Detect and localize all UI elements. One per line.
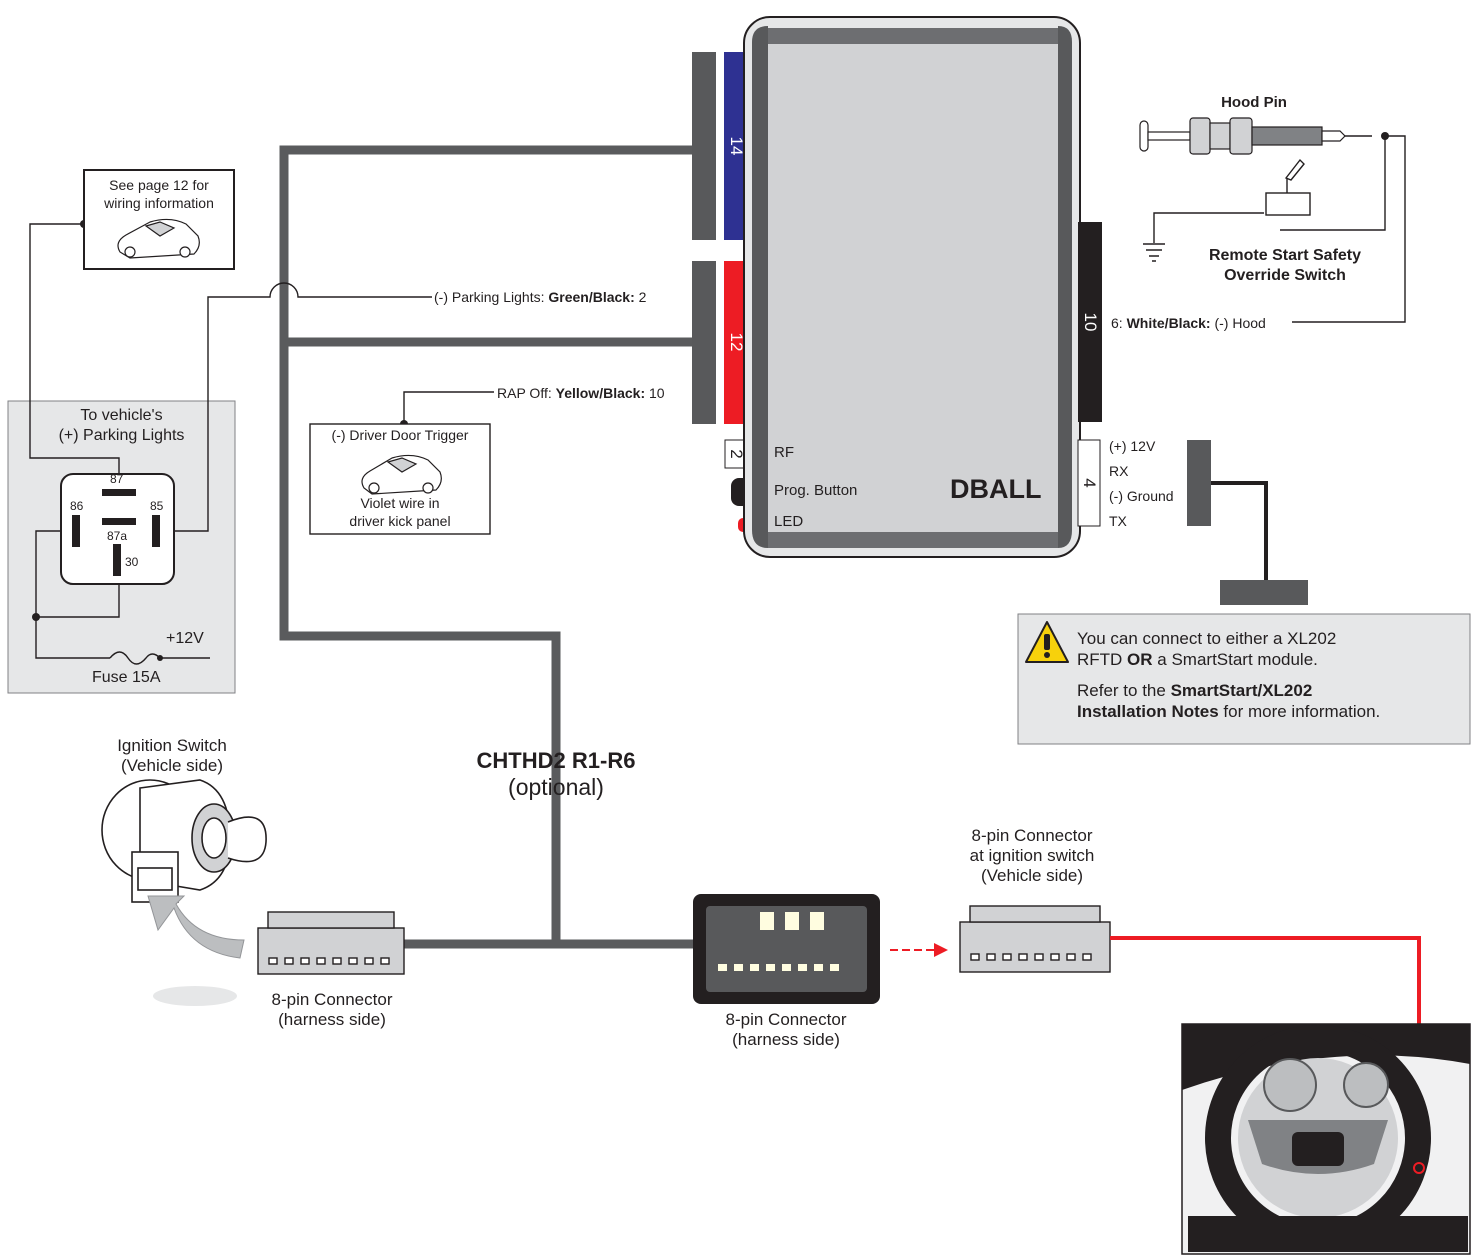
- junction-dot: [1381, 132, 1389, 140]
- port-12-label: 12: [727, 333, 746, 352]
- relay-pin-86: [72, 515, 80, 547]
- relay-body: [60, 473, 175, 585]
- port4-device: [1220, 580, 1308, 605]
- port-14-label: 14: [727, 137, 746, 156]
- relay-pin-87: [102, 489, 136, 496]
- fuse-end-dot: [157, 655, 163, 661]
- connector-mid-icon: [693, 894, 880, 1004]
- curved-arrow-icon: [147, 895, 245, 959]
- driver-door-title: (-) Driver Door Trigger: [331, 427, 469, 443]
- relay-pin-87a: [102, 518, 136, 525]
- signal-wires: [29, 135, 1406, 665]
- port4-pin-ground: (-) Ground: [1109, 488, 1174, 504]
- car-icon: [117, 218, 200, 259]
- connector-4: [1077, 439, 1101, 527]
- ignition-switch-icon: [101, 779, 267, 903]
- warning-icon: [1025, 621, 1069, 663]
- hood-pin-icon: [1139, 117, 1346, 155]
- override-switch-icon: [1265, 158, 1311, 216]
- harness-plug-14: [692, 52, 716, 240]
- module-face: [768, 34, 1058, 542]
- module-rail-right: [1058, 26, 1072, 548]
- relay-label-87a: 87a: [107, 529, 128, 543]
- arrow-shadow: [153, 986, 237, 1006]
- dashboard-photo: [1181, 1023, 1471, 1255]
- relay-title: To vehicle's(+) Parking Lights: [58, 407, 185, 444]
- port-2-label: 2: [727, 449, 746, 458]
- module-rail-left: [752, 26, 768, 548]
- notice-text: You can connect to either a XL202 RFTD O…: [1077, 629, 1381, 721]
- port4-harness-plug: [1187, 440, 1211, 526]
- relay-pin-30: [113, 544, 121, 576]
- connector-mid-label: 8-pin Connector(harness side): [725, 1010, 847, 1049]
- rf-label: RF: [774, 444, 794, 461]
- fuse-label: Fuse 15A: [92, 669, 161, 686]
- module-top-bar: [768, 28, 1058, 44]
- notice-panel: [1017, 613, 1471, 745]
- red-arrow-icon: [890, 943, 948, 957]
- hood-pin-title: Hood Pin: [1221, 94, 1287, 111]
- led-label: LED: [774, 513, 804, 530]
- connector-right-icon: [959, 905, 1111, 973]
- relay-label-30: 30: [125, 555, 139, 569]
- ignition-switch-label: Ignition Switch(Vehicle side): [117, 736, 227, 775]
- rap-off-wire-label: RAP Off: Yellow/Black: 10: [497, 385, 665, 401]
- connector-left-icon: [257, 911, 405, 975]
- supply-label: +12V: [166, 630, 204, 647]
- relay-label-86: 86: [70, 499, 84, 513]
- port4-pin-12v: (+) 12V: [1109, 438, 1156, 454]
- harness-title: CHTHD2 R1-R6: [476, 748, 636, 773]
- prog-button-label: Prog. Button: [774, 482, 858, 499]
- relay-label-85: 85: [150, 499, 164, 513]
- hood-wire-label: 6: White/Black: (-) Hood: [1111, 315, 1266, 331]
- port-10-label: 10: [1081, 313, 1100, 332]
- harness-plug-12: [692, 261, 716, 424]
- relay-label-87: 87: [110, 472, 124, 486]
- harness-wire: [279, 145, 700, 949]
- port4-pin-rx: RX: [1109, 463, 1129, 479]
- parking-lights-wire-label: (-) Parking Lights: Green/Black: 2: [434, 289, 647, 305]
- junction-dot: [32, 613, 40, 621]
- harness-subtitle: (optional): [508, 774, 604, 800]
- connector-10: [1078, 222, 1102, 422]
- ground-icon: [1143, 243, 1165, 262]
- module-bottom-bar: [768, 532, 1058, 548]
- relay-pin-85: [152, 515, 160, 547]
- connector-left-label: 8-pin Connector(harness side): [271, 990, 393, 1029]
- port-4-label: 4: [1080, 478, 1099, 487]
- module-name: DBALL: [950, 474, 1042, 504]
- port4-pin-tx: TX: [1109, 513, 1127, 529]
- car-icon: [361, 454, 442, 495]
